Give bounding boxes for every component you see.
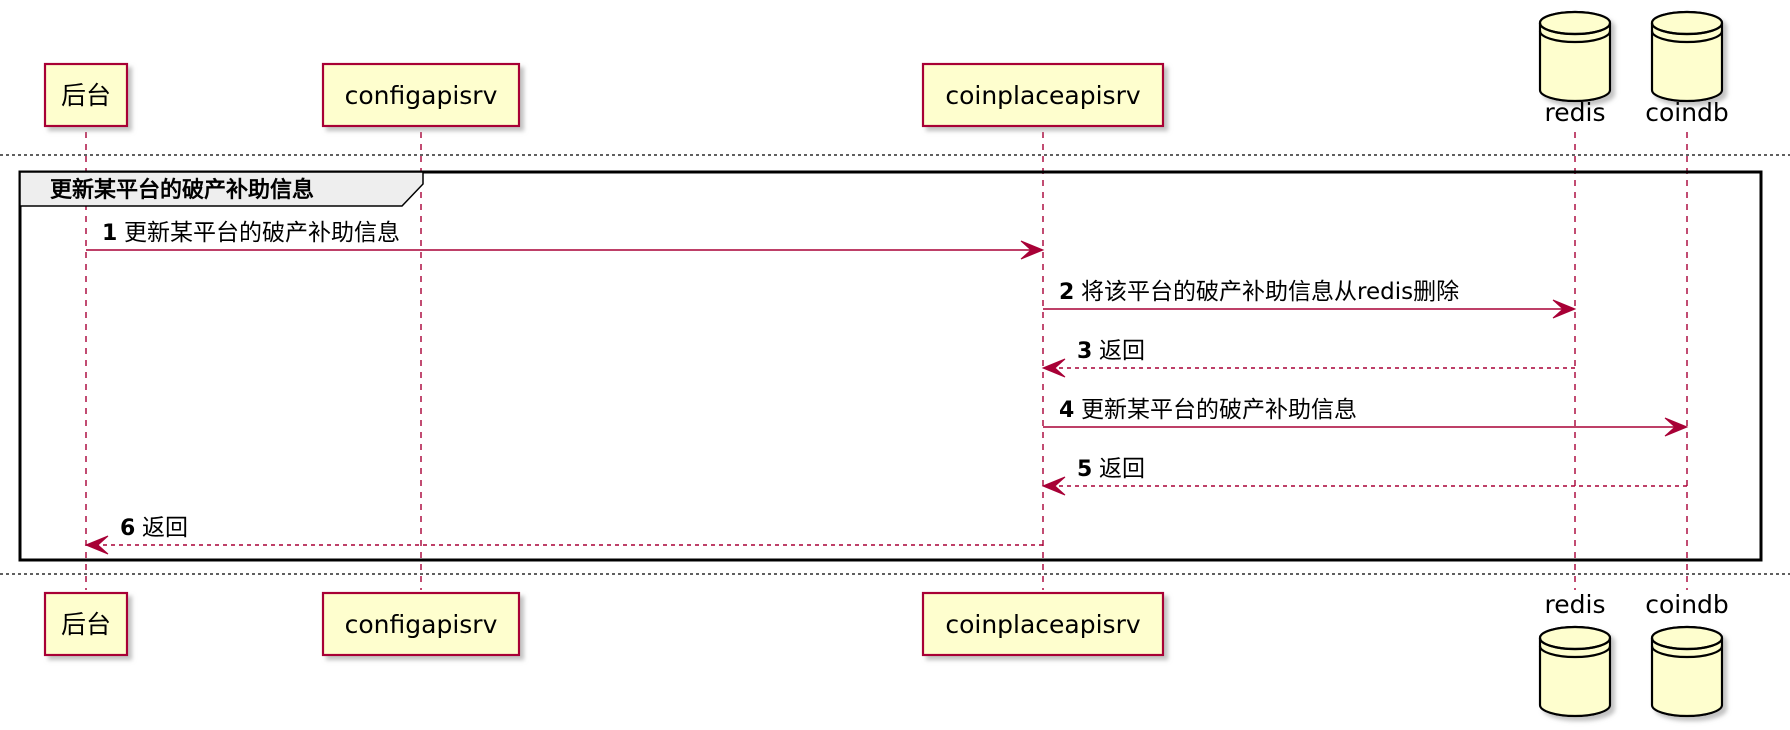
message-number: 1 (102, 221, 117, 246)
participants-top: 后台 configapisrv coinplaceapisrv redis coindb (43, 10, 1729, 128)
arrowhead-icon (1041, 358, 1066, 378)
message-text: 返回 (142, 515, 188, 541)
message-6: 6 返回 (84, 515, 1043, 555)
participant-coindb-top: coindb (1645, 10, 1729, 127)
participant-label: configapisrv (345, 610, 498, 639)
participant-redis-top: redis (1538, 10, 1612, 127)
group-frame: 更新某平台的破产补助信息 (18, 170, 1763, 562)
participant-redis-bottom: redis (1538, 590, 1612, 718)
database-icon (1538, 625, 1612, 718)
message-number: 4 (1059, 398, 1074, 423)
message-text: 返回 (1099, 338, 1145, 364)
participant-label: coinplaceapisrv (945, 610, 1141, 639)
message-text: 更新某平台的破产补助信息 (1081, 397, 1357, 423)
participant-houtai-top: 后台 (43, 62, 129, 128)
message-1: 1 更新某平台的破产补助信息 (86, 220, 1045, 260)
database-icon (1538, 10, 1612, 103)
lifelines (85, 132, 1688, 590)
participant-configapisrv-top: configapisrv (321, 62, 521, 128)
arrowhead-icon (1664, 417, 1689, 437)
participant-label: configapisrv (345, 81, 498, 110)
message-5: 5 返回 (1041, 456, 1687, 496)
participants-bottom: 后台 configapisrv coinplaceapisrv redis coindb (43, 590, 1729, 718)
arrowhead-icon (1041, 476, 1066, 496)
message-3: 3 返回 (1041, 338, 1575, 378)
database-icon (1650, 625, 1724, 718)
participant-label: coindb (1645, 98, 1729, 127)
participant-label: coinplaceapisrv (945, 81, 1141, 110)
message-text: 更新某平台的破产补助信息 (124, 220, 400, 246)
arrowhead-icon (1552, 299, 1577, 319)
messages: 1 更新某平台的破产补助信息 2 将该平台的破产补助信息从redis删除 3 返回 4 更新某… (84, 220, 1689, 555)
arrowhead-icon (1020, 240, 1045, 260)
message-text: 返回 (1099, 456, 1145, 482)
arrowhead-icon (84, 535, 109, 555)
participant-label: coindb (1645, 590, 1729, 619)
participant-label: 后台 (61, 81, 111, 110)
participant-configapisrv-bottom: configapisrv (321, 591, 521, 657)
message-number: 3 (1077, 339, 1092, 364)
participant-coinplaceapisrv-bottom: coinplaceapisrv (921, 591, 1165, 657)
participant-coindb-bottom: coindb (1645, 590, 1729, 718)
message-number: 5 (1077, 457, 1092, 482)
participant-label: 后台 (61, 610, 111, 639)
group-label: 更新某平台的破产补助信息 (50, 177, 314, 203)
participant-label: redis (1545, 98, 1606, 127)
participant-label: redis (1545, 590, 1606, 619)
message-number: 2 (1059, 280, 1074, 305)
database-icon (1650, 10, 1724, 103)
participant-coinplaceapisrv-top: coinplaceapisrv (921, 62, 1165, 128)
participant-houtai-bottom: 后台 (43, 591, 129, 657)
message-number: 6 (120, 516, 135, 541)
message-4: 4 更新某平台的破产补助信息 (1043, 397, 1689, 437)
message-text: 将该平台的破产补助信息从redis删除 (1081, 279, 1459, 305)
message-2: 2 将该平台的破产补助信息从redis删除 (1043, 279, 1577, 319)
